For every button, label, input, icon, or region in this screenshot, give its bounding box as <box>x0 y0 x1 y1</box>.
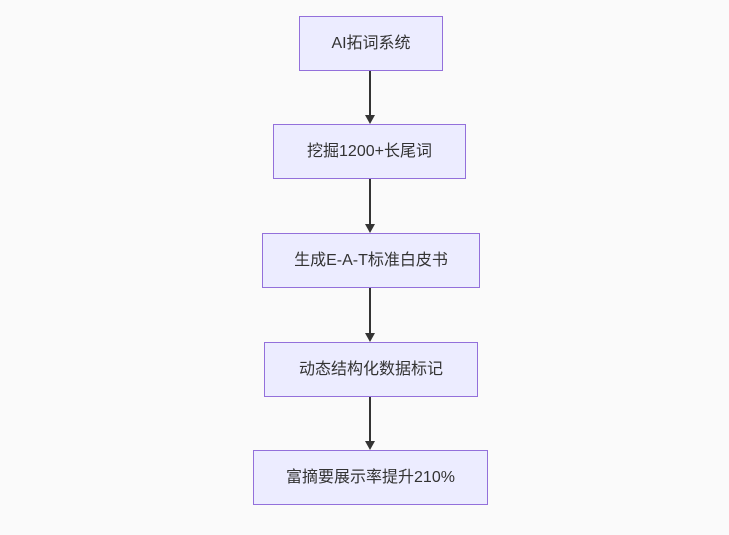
node-label: 富摘要展示率提升210% <box>286 468 455 486</box>
arrow-line <box>369 397 371 442</box>
flow-node-ai-word-system: AI拓词系统 <box>299 16 443 71</box>
arrow-head-icon <box>365 115 375 124</box>
node-label: AI拓词系统 <box>331 34 411 52</box>
flow-arrow-4 <box>365 397 375 450</box>
flow-node-structured-data-markup: 动态结构化数据标记 <box>264 342 478 397</box>
arrow-head-icon <box>365 224 375 233</box>
flow-arrow-1 <box>365 71 375 124</box>
flow-node-longtail-mining: 挖掘1200+长尾词 <box>273 124 466 179</box>
node-label: 挖掘1200+长尾词 <box>307 142 432 160</box>
node-label: 生成E-A-T标准白皮书 <box>294 251 448 269</box>
arrow-head-icon <box>365 441 375 450</box>
arrow-line <box>369 179 371 225</box>
flow-arrow-3 <box>365 288 375 342</box>
arrow-head-icon <box>365 333 375 342</box>
arrow-line <box>369 71 371 116</box>
flow-arrow-2 <box>365 179 375 233</box>
node-label: 动态结构化数据标记 <box>298 360 443 378</box>
flow-node-rich-snippet-result: 富摘要展示率提升210% <box>253 450 488 505</box>
flow-node-eat-whitepaper: 生成E-A-T标准白皮书 <box>262 233 480 288</box>
arrow-line <box>369 288 371 334</box>
